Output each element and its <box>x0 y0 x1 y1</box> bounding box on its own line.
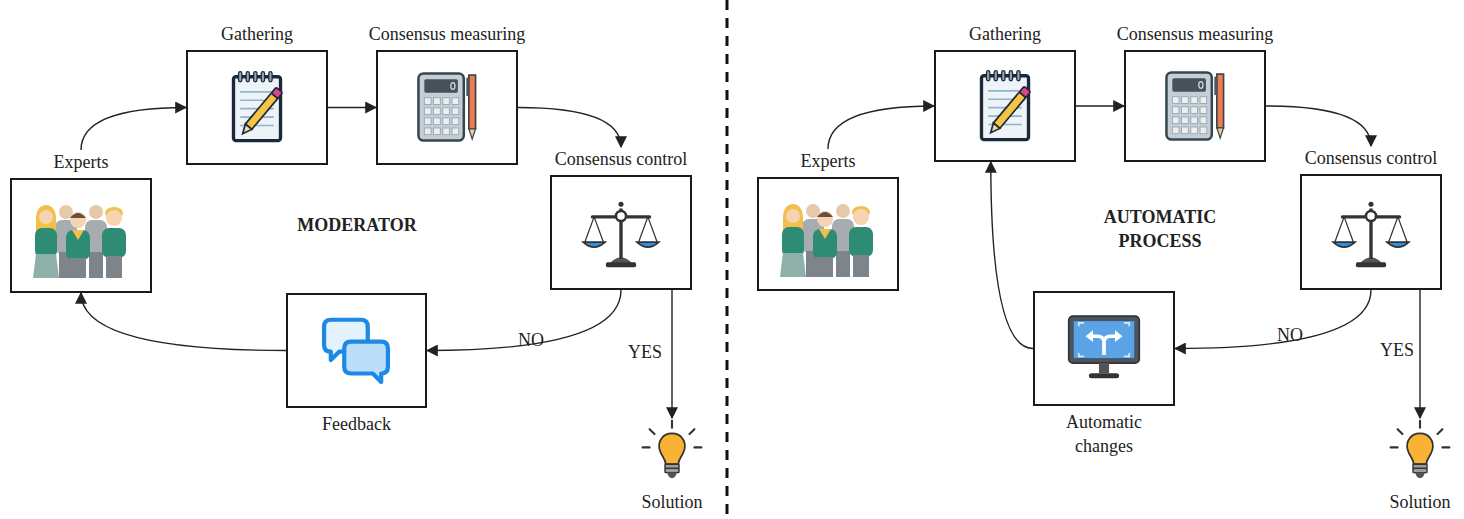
box-frame <box>286 293 427 408</box>
step-box: Feedback <box>286 293 427 436</box>
box-heading: Solution <box>1360 486 1464 514</box>
people-icon <box>33 205 126 278</box>
flow-arrow <box>81 108 186 151</box>
bulb-icon <box>1391 421 1450 478</box>
step-box: Gathering <box>186 22 328 165</box>
edge-label: NO <box>1277 323 1303 347</box>
chat-icon <box>324 320 388 382</box>
scale-icon <box>583 202 659 268</box>
step-box: Automatic changes <box>1033 291 1175 458</box>
panel-divider <box>726 0 729 519</box>
box-heading: Gathering <box>147 22 367 50</box>
calculator-icon <box>418 73 475 140</box>
edge-label: NO <box>518 328 544 352</box>
box-frame <box>186 50 328 165</box>
bulb-icon <box>643 421 702 478</box>
box-heading: Automatic changes <box>1049 406 1159 458</box>
box-frame <box>10 178 152 293</box>
step-box: Experts <box>757 149 899 291</box>
flow-arrow <box>671 290 672 418</box>
monitor-icon <box>1069 316 1140 378</box>
box-heading: Experts <box>718 149 938 177</box>
step-box: Gathering <box>934 22 1076 162</box>
scale-icon <box>1333 202 1409 268</box>
box-frame <box>1300 174 1442 290</box>
flow-arrow <box>1175 290 1371 349</box>
box-heading: Consensus control <box>1261 146 1464 174</box>
flow-arrow <box>1266 106 1371 146</box>
flow-arrow <box>518 108 621 148</box>
box-frame <box>1124 50 1266 162</box>
panel-title: MODERATOR <box>277 213 437 237</box>
box-frame <box>376 50 518 165</box>
box-heading: Experts <box>0 150 191 178</box>
icon-area <box>1390 418 1450 486</box>
decision-box: Consensus control <box>550 147 692 290</box>
solution-node: Solution <box>642 418 702 514</box>
box-frame <box>1033 291 1175 406</box>
box-frame <box>550 175 692 290</box>
notepad-icon <box>233 72 282 141</box>
flow-arrow <box>828 106 934 149</box>
flow-arrow <box>328 107 376 108</box>
flow-arrow <box>1419 290 1420 418</box>
box-heading: Consensus measuring <box>1085 22 1305 50</box>
box-heading: Consensus measuring <box>337 22 557 50</box>
box-heading: Gathering <box>895 22 1115 50</box>
panel-title: AUTOMATIC PROCESS <box>1080 205 1240 253</box>
flow-arrow <box>81 293 286 351</box>
people-icon <box>780 204 873 277</box>
edge-label: YES <box>1380 338 1414 362</box>
box-heading: Feedback <box>247 408 467 436</box>
notepad-icon <box>981 71 1030 140</box>
solution-node: Solution <box>1390 418 1450 514</box>
box-heading: Solution <box>612 486 732 514</box>
box-heading: Consensus control <box>511 147 731 175</box>
box-frame <box>757 177 899 291</box>
icon-area <box>642 418 702 486</box>
edge-label: YES <box>628 340 662 364</box>
step-box: Consensus measuring <box>376 22 518 165</box>
flow-arrow <box>1076 105 1124 106</box>
step-box: Consensus measuring <box>1124 22 1266 162</box>
flow-arrow <box>991 162 1033 349</box>
step-box: Experts <box>10 150 152 293</box>
calculator-icon <box>1166 72 1223 139</box>
decision-box: Consensus control <box>1300 146 1442 290</box>
box-frame <box>934 50 1076 162</box>
